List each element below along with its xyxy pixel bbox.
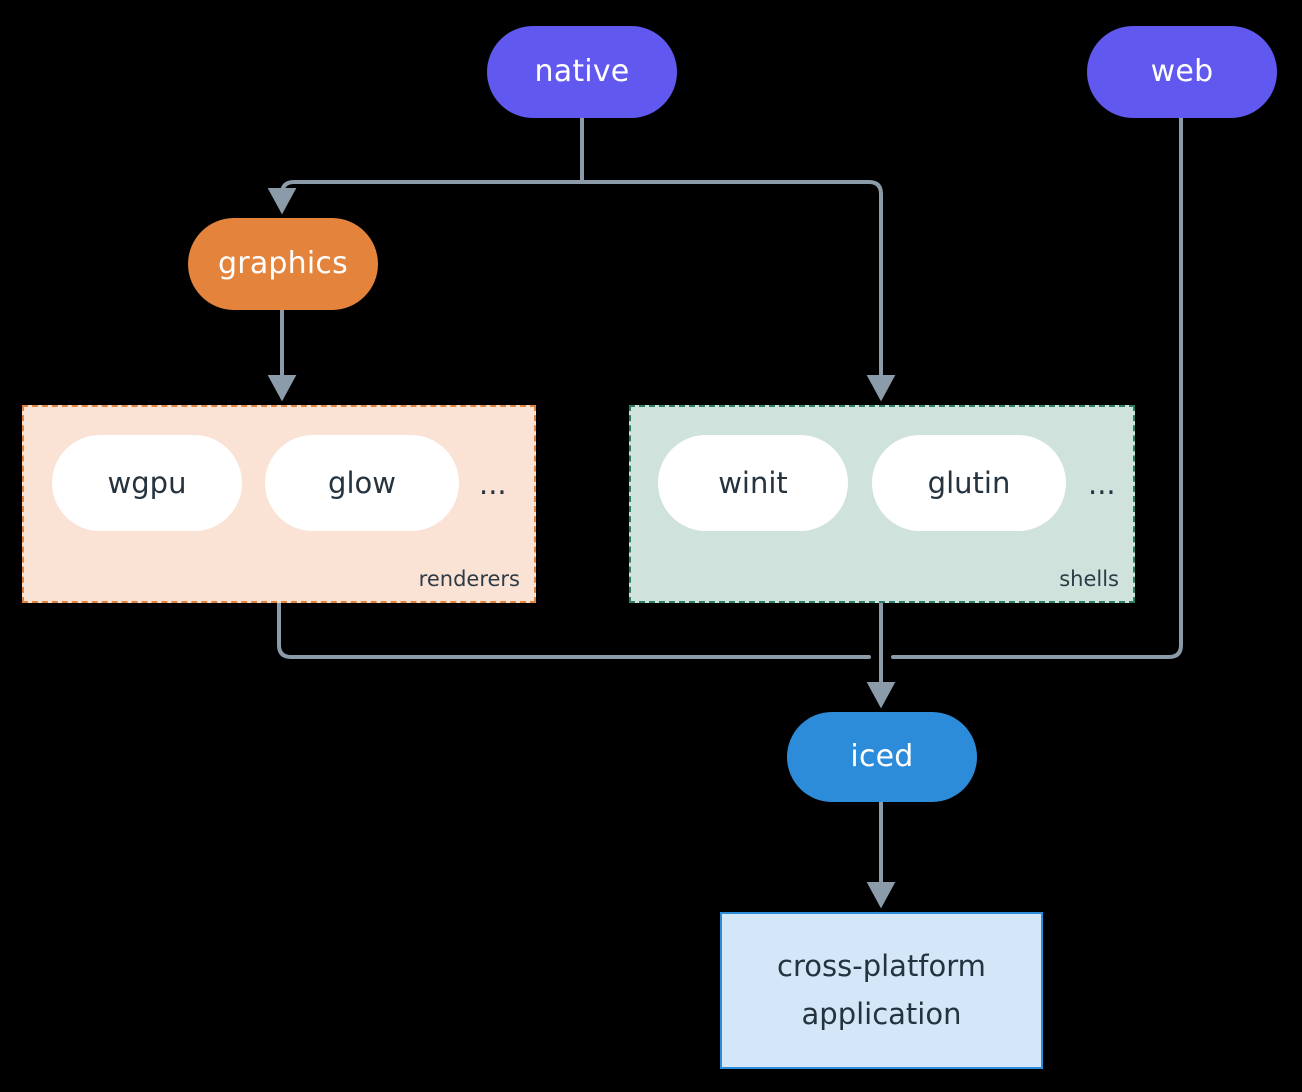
renderers-overflow-ellipsis: ... bbox=[479, 467, 507, 501]
cluster-shells: winit glutin ... shells bbox=[629, 405, 1135, 603]
node-iced[interactable]: iced bbox=[787, 712, 977, 802]
node-winit-label: winit bbox=[718, 465, 788, 500]
shells-overflow-ellipsis: ... bbox=[1088, 467, 1116, 501]
node-application[interactable]: cross-platform application bbox=[720, 912, 1043, 1069]
cluster-shells-label: shells bbox=[1059, 567, 1119, 591]
edge-native-to-graphics bbox=[267, 180, 584, 215]
node-glow-label: glow bbox=[328, 465, 396, 500]
node-web-label: web bbox=[1150, 54, 1214, 89]
node-native-label: native bbox=[534, 54, 630, 89]
node-wgpu[interactable]: wgpu bbox=[52, 435, 242, 531]
node-glutin-label: glutin bbox=[927, 465, 1011, 500]
node-winit[interactable]: winit bbox=[658, 435, 848, 531]
node-graphics[interactable]: graphics bbox=[188, 218, 378, 310]
node-glutin[interactable]: glutin bbox=[872, 435, 1066, 531]
cluster-renderers: wgpu glow ... renderers bbox=[22, 405, 536, 603]
node-application-label-line2: application bbox=[801, 996, 962, 1031]
node-web[interactable]: web bbox=[1087, 26, 1277, 118]
edge-renderers-to-iced bbox=[277, 601, 871, 659]
node-iced-label: iced bbox=[850, 739, 914, 774]
node-graphics-label: graphics bbox=[218, 246, 348, 281]
node-glow[interactable]: glow bbox=[265, 435, 459, 531]
node-application-label-line1: cross-platform bbox=[777, 948, 986, 983]
edge-native-to-shells bbox=[580, 180, 896, 402]
node-native[interactable]: native bbox=[487, 26, 677, 118]
cluster-renderers-label: renderers bbox=[418, 567, 520, 591]
node-wgpu-label: wgpu bbox=[107, 465, 187, 500]
